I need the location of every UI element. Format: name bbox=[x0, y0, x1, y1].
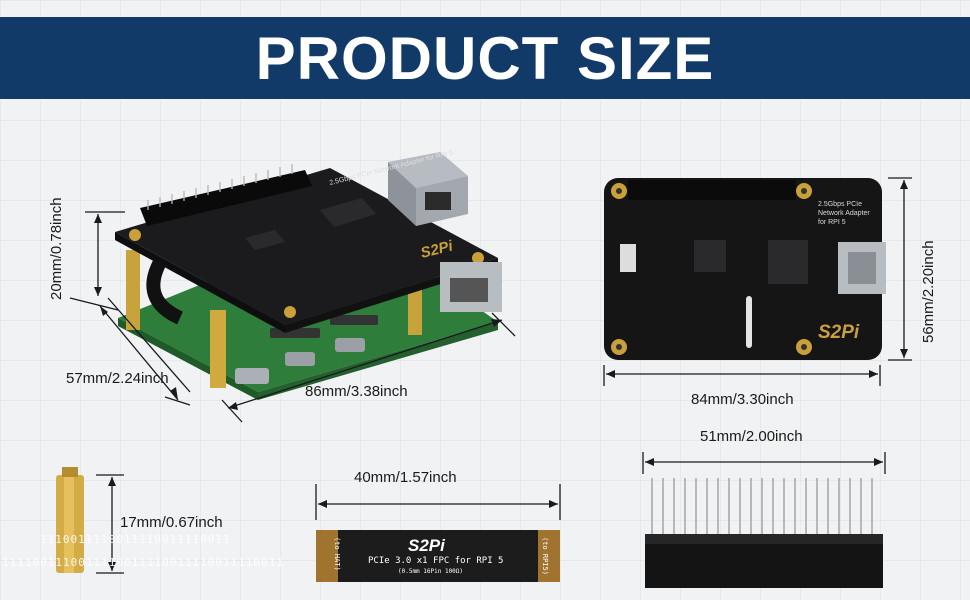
header-length-label: 51mm/2.00inch bbox=[700, 428, 803, 445]
binary-decor-1: 1110011110011110011110011 bbox=[40, 533, 231, 546]
board-brand-logo: S2Pi bbox=[818, 322, 860, 343]
hat-width-label: 57mm/2.24inch bbox=[66, 370, 169, 387]
fpc-length-label: 40mm/1.57inch bbox=[354, 469, 457, 486]
fpc-right-tag: (to RPI5) bbox=[541, 537, 549, 575]
usbc-port bbox=[235, 368, 269, 384]
rj45-jack bbox=[388, 152, 468, 188]
fpc-cable bbox=[316, 530, 560, 582]
fpc-brand-logo: S2Pi bbox=[408, 536, 446, 555]
board-length-label: 84mm/3.30inch bbox=[691, 391, 794, 408]
binary-decor-2: 1111001110011110011110011110011110011 bbox=[2, 556, 285, 569]
board-silkscreen: 2.5Gbps PCIe Network Adapter for RPI 5 bbox=[818, 201, 872, 226]
title-banner: PRODUCT SIZE bbox=[0, 17, 970, 99]
page-title: PRODUCT SIZE bbox=[255, 24, 715, 92]
fpc-left-tag: (to HAT) bbox=[333, 537, 341, 571]
fpc-line1: PCIe 3.0 x1 FPC for RPI 5 bbox=[368, 556, 503, 566]
hat-length-label: 86mm/3.38inch bbox=[305, 383, 408, 400]
fpc-line2: (0.5mm 16Pin 100Ω) bbox=[398, 568, 463, 575]
board-pcb bbox=[604, 178, 882, 360]
standoff bbox=[126, 250, 140, 330]
standoff-height-label: 17mm/0.67inch bbox=[120, 514, 223, 531]
